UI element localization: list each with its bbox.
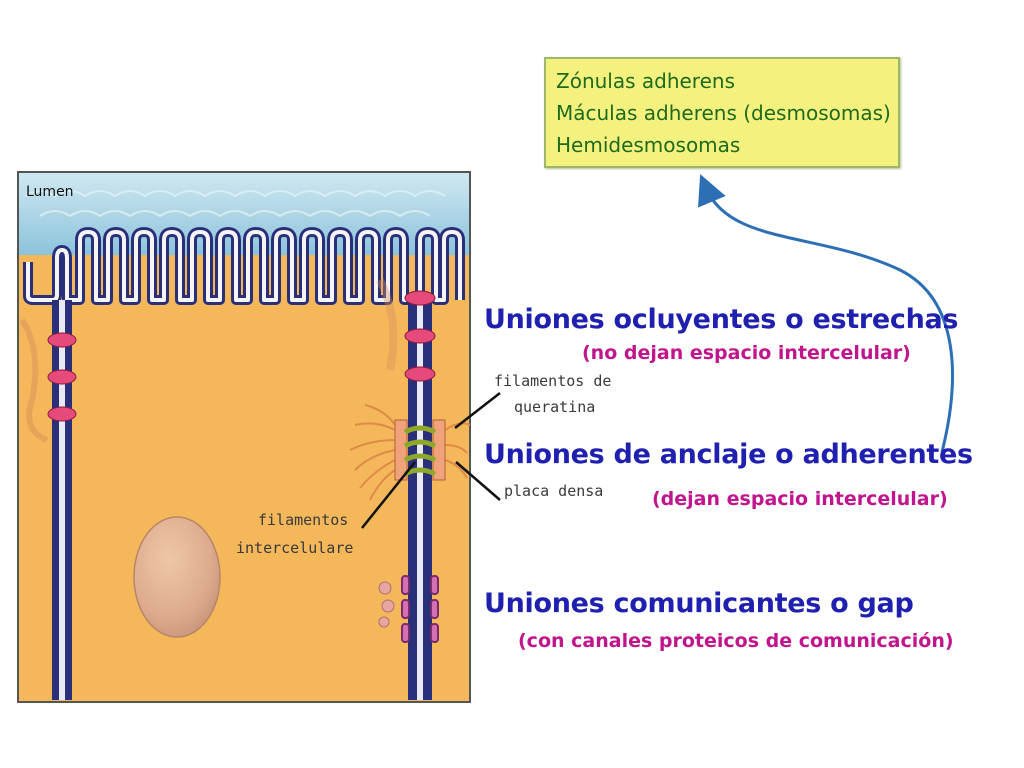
- box-item-zonulas: Zónulas adherens: [556, 69, 735, 93]
- left-lateral-membrane: [52, 300, 72, 700]
- intercellular-filaments-pointer: [361, 461, 416, 529]
- keratin-pointer: [454, 392, 501, 429]
- gap-junction-vesicles: [378, 581, 395, 628]
- anchoring-junctions-title: Uniones de anclaje o adherentes: [484, 439, 973, 470]
- anchoring-junctions-note: (dejan espacio intercelular): [652, 488, 948, 510]
- gap-junctions-note: (con canales proteicos de comunicación): [518, 630, 954, 652]
- box-item-maculas: Máculas adherens (desmosomas): [556, 101, 891, 125]
- right-lateral-membrane: [408, 300, 432, 700]
- box-item-hemidesmosomas: Hemidesmosomas: [556, 133, 741, 157]
- tight-junctions-note: (no dejan espacio intercelular): [582, 342, 911, 364]
- dense-plaque: [394, 419, 446, 481]
- desmosome-filaments: [349, 404, 471, 501]
- apical-membrane-inner: [26, 230, 462, 302]
- dense-plate-label: placa densa: [504, 482, 604, 500]
- curved-arrow: [698, 174, 954, 453]
- intercellular-filaments-label-line1: filamentos: [258, 511, 349, 529]
- gap-junction-channels: [401, 575, 439, 643]
- anchoring-junction-types-box: Zónulas adherens Máculas adherens (desmo…: [544, 57, 900, 168]
- keratin-label-line1: filamentos de: [494, 372, 612, 390]
- tight-junction-right: [404, 290, 436, 382]
- keratin-label-line2: queratina: [514, 398, 596, 416]
- dense-plate-pointer: [455, 461, 501, 501]
- right-fibrils: [376, 278, 398, 371]
- lumen-texture: [24, 190, 446, 218]
- tight-junctions-title: Uniones ocluyentes o estrechas: [484, 304, 959, 335]
- intercellular-filaments-label-line2: intercelulare: [236, 539, 354, 557]
- tight-junction-left: [47, 332, 77, 422]
- left-fibrils: [19, 318, 49, 443]
- lumen-label: Lumen: [26, 184, 74, 200]
- gap-junctions-title: Uniones comunicantes o gap: [484, 588, 914, 619]
- nucleus: [133, 516, 221, 638]
